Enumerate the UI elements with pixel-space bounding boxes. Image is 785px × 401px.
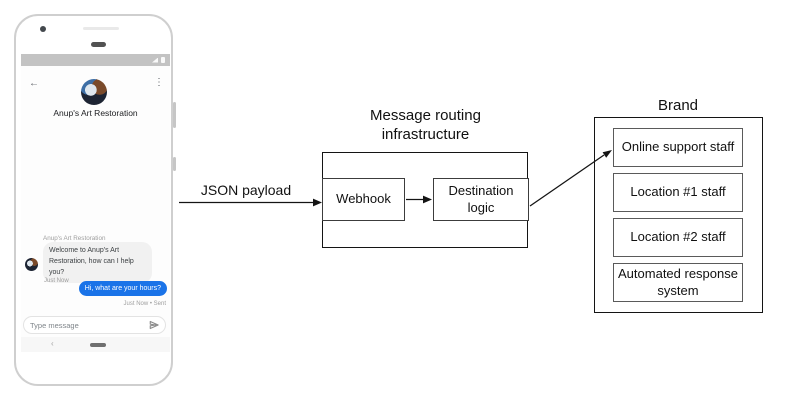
speaker-slot xyxy=(83,27,119,30)
battery-icon xyxy=(161,57,165,63)
outgoing-message-timestamp: Just Now • Sent xyxy=(123,301,166,307)
message-composer[interactable] xyxy=(23,316,166,334)
volume-button xyxy=(173,102,176,128)
json-payload-arrow xyxy=(179,198,322,207)
message-avatar xyxy=(25,258,38,271)
routing-title: Message routing infrastructure xyxy=(370,107,481,143)
phone-screen: ← ⋮ Anup's Art Restoration Anup's Art Re… xyxy=(21,54,170,352)
chat-title: Anup's Art Restoration xyxy=(53,108,138,118)
brand-item-location-1: Location #1 staff xyxy=(613,173,743,212)
brand-container-box xyxy=(594,117,763,313)
brand-item-location-2: Location #2 staff xyxy=(613,218,743,257)
json-payload-label: JSON payload xyxy=(200,182,292,198)
brand-item-online-support: Online support staff xyxy=(613,128,743,167)
power-button xyxy=(173,157,176,171)
outgoing-message-bubble: Hi, what are your hours? xyxy=(78,281,167,296)
android-navbar: ‹ xyxy=(21,337,170,352)
send-icon[interactable] xyxy=(149,320,159,330)
destination-logic-node: Destination logic xyxy=(433,178,529,221)
earpiece xyxy=(91,42,106,47)
incoming-message-bubble: Welcome to Anup's Art Restoration, how c… xyxy=(43,242,152,283)
front-camera-icon xyxy=(40,26,46,32)
incoming-message-timestamp: Just Now xyxy=(44,278,69,284)
nav-back-icon[interactable]: ‹ xyxy=(51,339,54,348)
webhook-node: Webhook xyxy=(322,178,405,221)
overflow-menu-icon[interactable]: ⋮ xyxy=(154,77,164,88)
back-arrow-icon[interactable]: ← xyxy=(29,78,39,89)
business-avatar xyxy=(81,79,107,105)
brand-title: Brand xyxy=(657,97,699,114)
message-input[interactable] xyxy=(30,320,149,330)
signal-icon xyxy=(152,57,158,63)
home-pill-icon[interactable] xyxy=(90,343,106,347)
chat-header: ← ⋮ Anup's Art Restoration xyxy=(21,66,170,119)
brand-item-automated-response: Automated response system xyxy=(613,263,743,302)
status-bar xyxy=(21,54,170,66)
sender-label: Anup's Art Restoration xyxy=(43,235,106,242)
phone-frame: ← ⋮ Anup's Art Restoration Anup's Art Re… xyxy=(14,14,176,386)
